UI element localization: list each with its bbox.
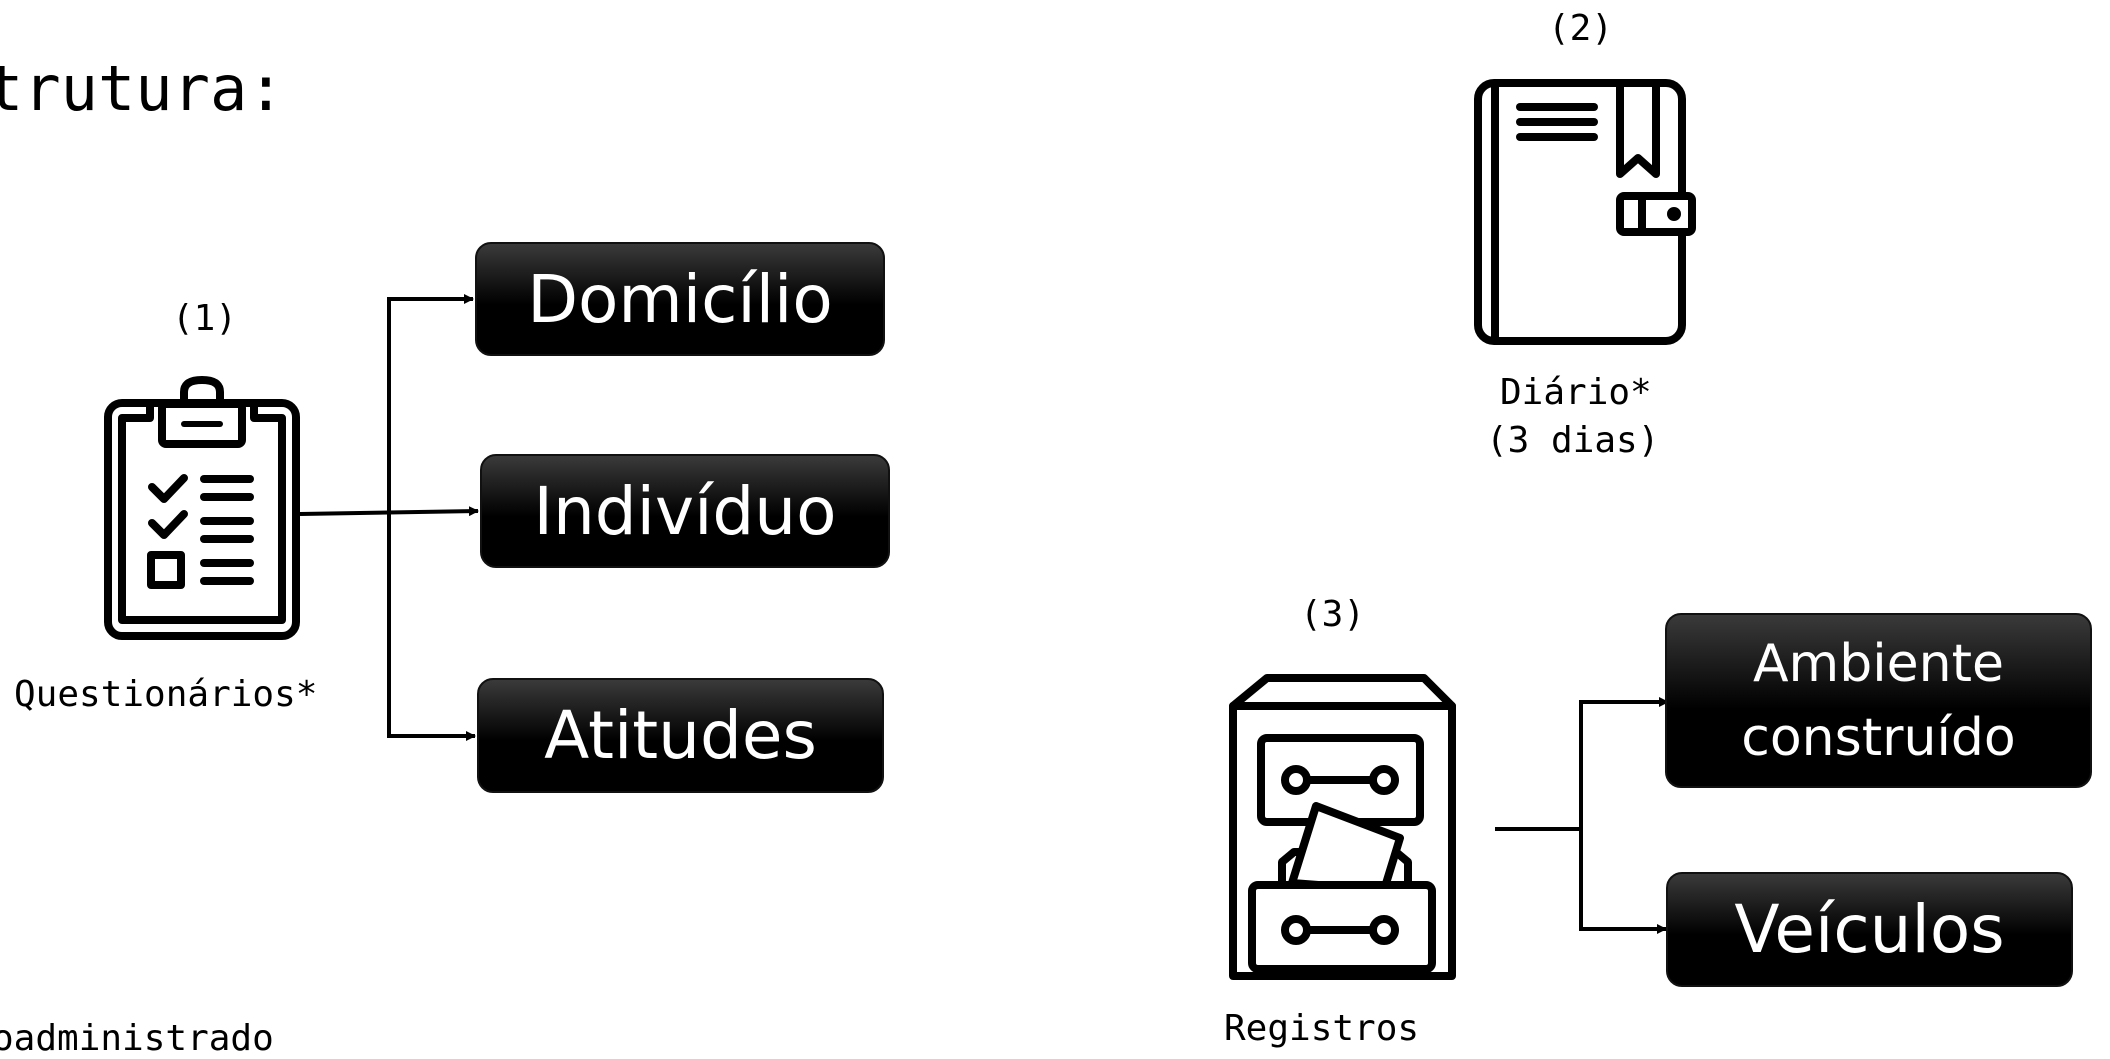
box-individuo: Indivíduo: [480, 454, 890, 568]
box-atitudes: Atitudes: [477, 678, 884, 793]
footnote-text: oadministrado: [0, 1018, 274, 1059]
box-ambiente-construido: Ambiente construído: [1665, 613, 2092, 788]
box-domicilio-label: Domicílio: [527, 260, 833, 338]
section-number-3: (3): [1300, 594, 1366, 635]
page-heading: trutura:: [0, 52, 285, 125]
section-number-2: (2): [1548, 8, 1614, 49]
box-veiculos-label: Veículos: [1734, 891, 2005, 968]
section-number-1: (1): [172, 298, 238, 339]
diary-label-line1: Diário*: [1500, 372, 1652, 413]
box-domicilio: Domicílio: [475, 242, 885, 356]
box-veiculos: Veículos: [1666, 872, 2073, 987]
diary-label-line2: (3 dias): [1486, 420, 1660, 461]
notebook-icon: [1474, 79, 1696, 345]
box-atitudes-label: Atitudes: [544, 697, 817, 774]
box-ambiente-line2: construído: [1741, 707, 2016, 768]
records-connectors: [1495, 697, 1669, 934]
questionnaire-connectors: [299, 294, 479, 741]
box-ambiente-line1: Ambiente: [1752, 633, 2004, 694]
file-cabinet-icon: [1229, 674, 1456, 980]
questionnaire-label: Questionários*: [14, 674, 318, 715]
clipboard-checklist-icon: [104, 376, 300, 640]
box-individuo-label: Indivíduo: [533, 472, 837, 550]
records-label: Registros: [1224, 1008, 1420, 1049]
